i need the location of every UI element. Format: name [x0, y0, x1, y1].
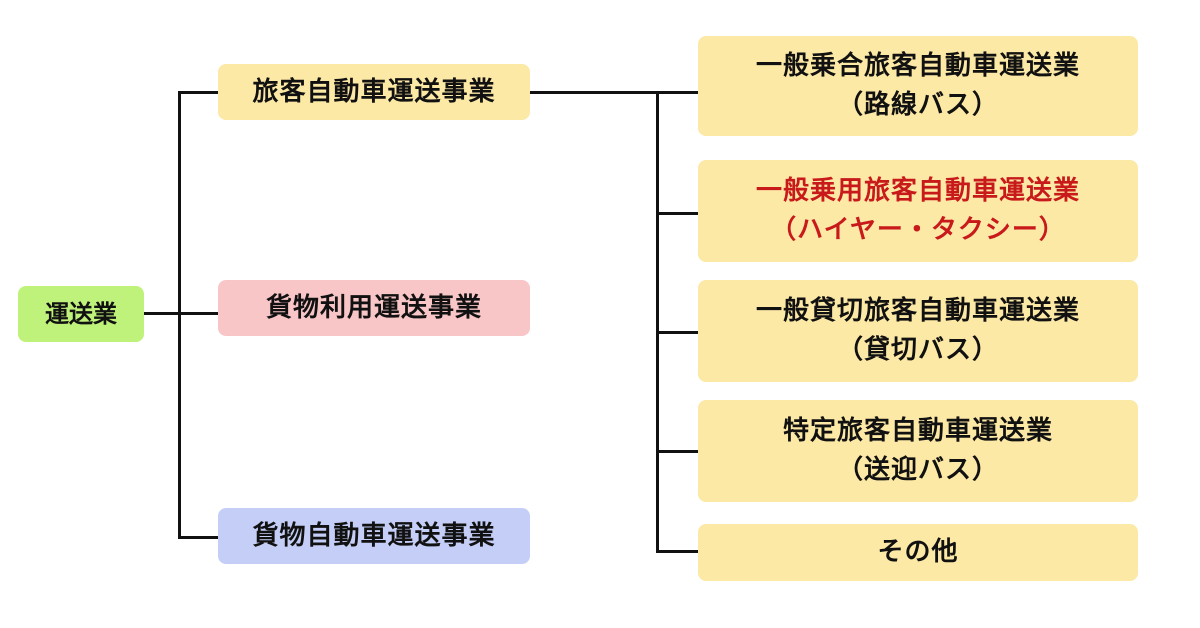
- root-label: 運送業: [45, 300, 117, 328]
- category-branch-line-1: [178, 91, 220, 94]
- subcategory-branch-line-2: [656, 212, 700, 215]
- category-label: 旅客自動車運送事業: [252, 76, 496, 107]
- subcategory-node-5: その他: [698, 524, 1138, 581]
- root-node: 運送業: [18, 286, 144, 342]
- subcategory-note: （ハイヤー・タクシー）: [770, 215, 1066, 245]
- subcategory-name: 一般乗合旅客自動車運送業: [755, 51, 1080, 81]
- subcategory-note: （送迎バス）: [836, 455, 999, 485]
- subcategory-note: （路線バス）: [836, 90, 999, 120]
- passenger-connector-line: [528, 91, 700, 94]
- category-freight-use-node: 貨物利用運送事業: [218, 280, 530, 336]
- category-branch-line-3: [178, 536, 220, 539]
- subcategory-branch-line-3: [656, 331, 700, 334]
- subcategory-branch-line-5: [656, 550, 700, 553]
- subcategory-trunk-line: [656, 91, 659, 553]
- category-passenger-node: 旅客自動車運送事業: [218, 64, 530, 120]
- subcategory-node-2-highlighted: 一般乗用旅客自動車運送業 （ハイヤー・タクシー）: [698, 160, 1138, 262]
- subcategory-node-4: 特定旅客自動車運送業 （送迎バス）: [698, 400, 1138, 502]
- subcategory-name: 特定旅客自動車運送業: [782, 416, 1053, 446]
- subcategory-node-3: 一般貸切旅客自動車運送業 （貸切バス）: [698, 280, 1138, 382]
- subcategory-branch-line-4: [656, 450, 700, 453]
- category-freight-vehicle-node: 貨物自動車運送事業: [218, 508, 530, 564]
- category-trunk-line: [178, 91, 181, 539]
- root-connector-line: [142, 312, 180, 315]
- subcategory-name: その他: [877, 537, 959, 567]
- subcategory-node-1: 一般乗合旅客自動車運送業 （路線バス）: [698, 36, 1138, 136]
- subcategory-name: 一般乗用旅客自動車運送業: [755, 176, 1080, 206]
- category-label: 貨物利用運送事業: [265, 292, 482, 323]
- category-label: 貨物自動車運送事業: [252, 520, 496, 551]
- subcategory-note: （貸切バス）: [836, 335, 999, 365]
- category-branch-line-2: [178, 312, 220, 315]
- subcategory-name: 一般貸切旅客自動車運送業: [755, 296, 1080, 326]
